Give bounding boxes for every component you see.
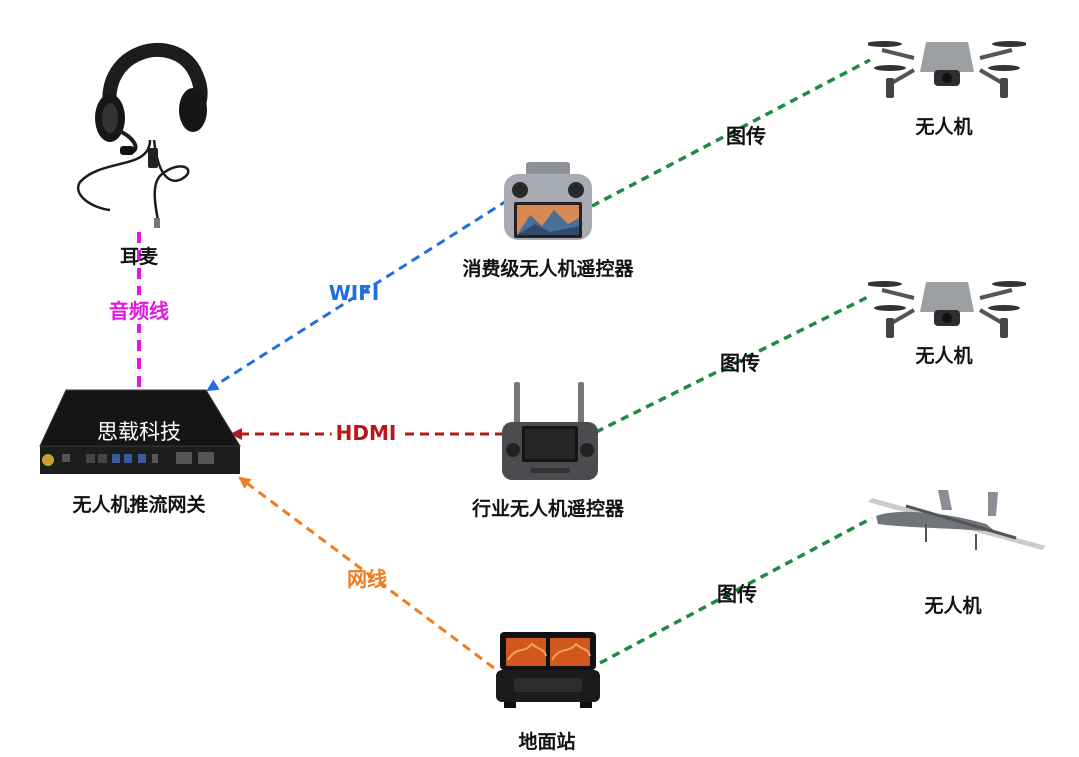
- quadcopter-icon: [868, 41, 1026, 98]
- gateway-box-icon: [39, 389, 241, 474]
- hdmi-link-label: HDMI: [331, 421, 401, 445]
- ethernet-link-label: 网线: [347, 567, 387, 591]
- fixed-wing-vtol-icon: [868, 490, 1046, 550]
- gateway-label: 无人机推流网关: [72, 494, 206, 516]
- headset-icon: [77, 43, 208, 228]
- wifi-link-label: WIFI: [328, 281, 380, 305]
- video-link-label-1: 图传: [726, 124, 766, 148]
- industry-rc-label: 行业无人机遥控器: [471, 498, 625, 520]
- drone-2-label: 无人机: [915, 345, 973, 367]
- drone-3-label: 无人机: [924, 595, 982, 617]
- video-line-1: [591, 58, 871, 208]
- consumer-rc-label: 消费级无人机遥控器: [462, 258, 634, 280]
- ethernet-line: [238, 476, 495, 670]
- headset-label: 耳麦: [119, 246, 159, 268]
- consumer-remote-icon: [504, 162, 592, 240]
- audio-link-label: 音频线: [109, 295, 169, 324]
- industry-remote-icon: [502, 382, 598, 480]
- video-link-label-2: 图传: [720, 351, 760, 375]
- ground-station-icon: [496, 632, 600, 708]
- quadcopter-icon: [868, 281, 1026, 338]
- video-line-2: [595, 294, 871, 434]
- video-line-3: [599, 516, 873, 665]
- drone-1-label: 无人机: [915, 116, 973, 138]
- ground-station-label: 地面站: [518, 731, 576, 753]
- video-link-label-3: 图传: [717, 582, 757, 606]
- gateway-brand-label: 思载科技: [97, 420, 181, 444]
